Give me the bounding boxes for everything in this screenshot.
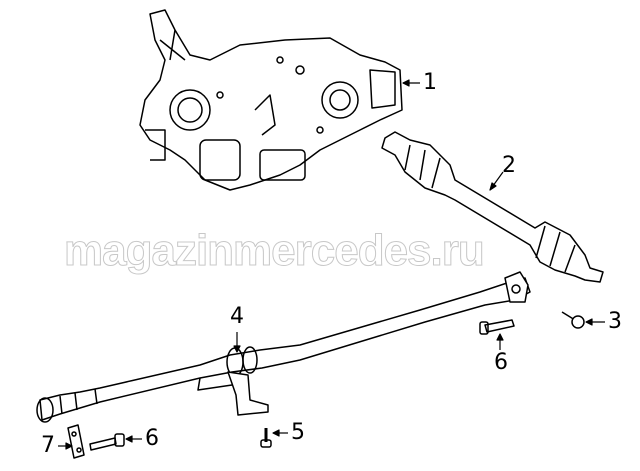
bolt-5 — [260, 428, 272, 448]
bolt-6-left — [89, 433, 125, 451]
callout-5: 5 — [291, 420, 305, 445]
bolt-6-right — [479, 319, 515, 335]
center-bearing-bracket — [197, 371, 269, 416]
callout-6-right: 6 — [494, 350, 508, 375]
watermark: magazinmercedes.ru — [64, 226, 486, 276]
rear-differential — [139, 9, 403, 191]
callout-6-left: 6 — [145, 426, 159, 451]
callout-4: 4 — [230, 304, 244, 329]
callout-2: 2 — [502, 153, 516, 178]
leader-lines — [58, 79, 605, 450]
callout-1: 1 — [423, 70, 437, 95]
propeller-shaft — [36, 271, 531, 423]
bolt-3 — [561, 311, 585, 329]
washer-7 — [67, 424, 85, 459]
drive-axle-shaft — [381, 131, 604, 283]
callout-7: 7 — [41, 433, 55, 458]
callout-3: 3 — [608, 309, 622, 334]
